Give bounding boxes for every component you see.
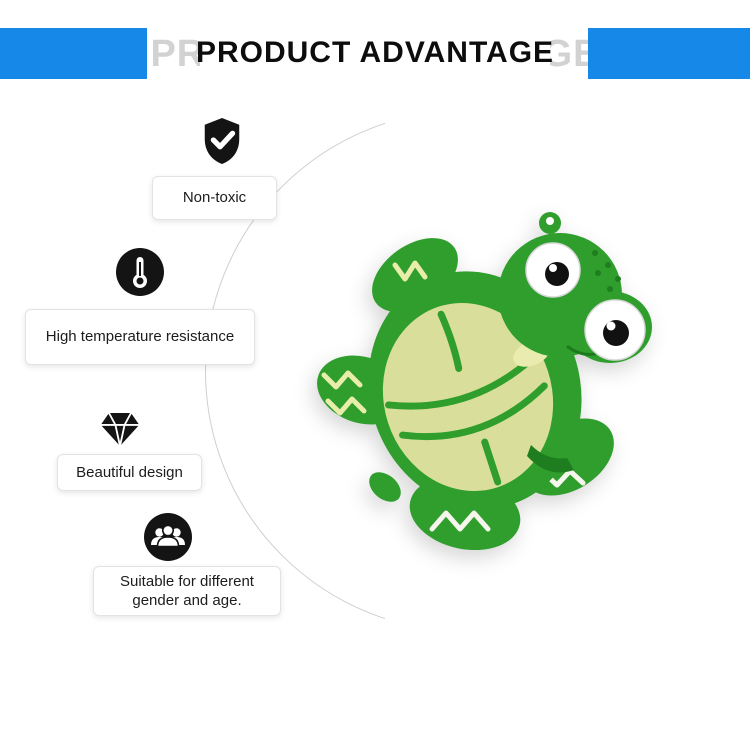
feature-label-box-high-temperature: High temperature resistance <box>25 309 255 365</box>
people-group-icon <box>144 513 192 561</box>
feature-label: Beautiful design <box>76 463 183 481</box>
feature-label-box-non-toxic: Non-toxic <box>152 176 277 220</box>
diamond-icon <box>98 410 142 449</box>
banner-bar-left <box>0 28 147 79</box>
turtle-product-image <box>310 205 670 551</box>
feature-label: Suitable for different gender and age. <box>120 572 254 610</box>
feature-label-box-suitable: Suitable for different gender and age. <box>93 566 281 616</box>
turtle-illustration <box>317 212 652 551</box>
page-title: PRODUCT ADVANTAGE <box>195 36 555 69</box>
shield-check-icon <box>199 116 245 166</box>
title-box: PRODUCT ADVANTAGE <box>196 24 553 82</box>
banner-bar-right <box>588 28 750 79</box>
feature-label: High temperature resistance <box>45 328 235 346</box>
thermometer-icon <box>116 248 164 296</box>
feature-label: Non-toxic <box>182 189 247 207</box>
feature-label-box-beautiful-design: Beautiful design <box>57 454 202 491</box>
